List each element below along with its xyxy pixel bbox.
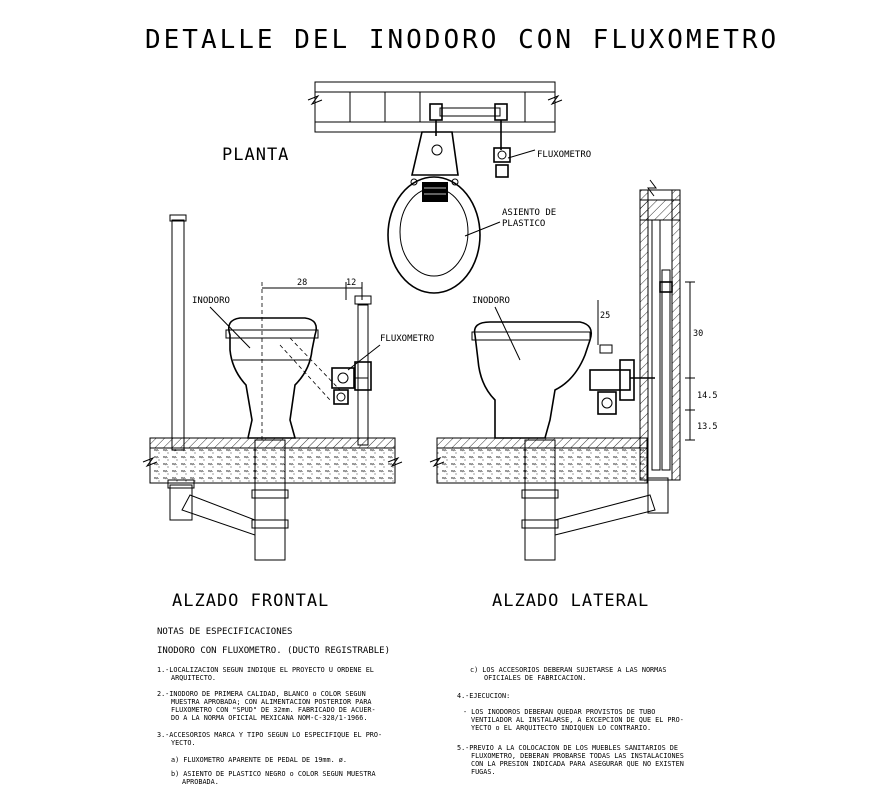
note-2-line3: FLUXOMETRO CON "SPUD" DE 32mm. FABRICADO… bbox=[171, 706, 376, 714]
front-elevation: 28 12 INODORO FLUXOMETRO ALZADO FRONTAL bbox=[142, 214, 434, 611]
note-5-line4: FUGAS. bbox=[471, 768, 496, 776]
front-elevation-label: ALZADO FRONTAL bbox=[172, 591, 329, 611]
concrete-slab-side bbox=[436, 447, 648, 484]
note-2-line4: DO A LA NORMA OFICIAL MEXICANA NOM-C-328… bbox=[171, 714, 367, 722]
note-3b-line2: APROBADA. bbox=[182, 778, 219, 786]
note-3-line2: YECTO. bbox=[171, 739, 196, 747]
note-5-line1: 5.-PREVIO A LA COLOCACION DE LOS MUEBLES… bbox=[457, 744, 678, 752]
toilet-side bbox=[473, 321, 593, 439]
drain-grille bbox=[422, 182, 448, 202]
note-5-line2: FLUXOMETRO, DEBERAN PROBARSE TODAS LAS I… bbox=[471, 752, 684, 760]
toilet-side-label: INODORO bbox=[472, 296, 510, 306]
dim-13-5: 13.5 bbox=[697, 422, 717, 432]
flush-valve-plan-label: FLUXOMETRO bbox=[537, 150, 591, 160]
toilet-front-label: INODORO bbox=[192, 296, 230, 306]
plan-view-label: PLANTA bbox=[222, 145, 289, 165]
dim-30: 30 bbox=[693, 329, 703, 339]
concrete-slab-front bbox=[149, 447, 396, 484]
note-3a: a) FLUXOMETRO APARENTE DE PEDAL DE 19mm.… bbox=[171, 756, 347, 764]
side-elevation: 30 14.5 13.5 25 INODORO ALZADO LATERAL bbox=[429, 179, 717, 611]
note-5-line3: CON LA PRESION INDICADA PARA ASEGURAR QU… bbox=[471, 760, 684, 768]
flush-valve-plan bbox=[493, 147, 511, 163]
note-3c-line2: OFICIALES DE FABRICACION. bbox=[484, 674, 586, 682]
dim-12: 12 bbox=[346, 278, 356, 288]
note-3b-line1: b) ASIENTO DE PLASTICO NEGRO o COLOR SEG… bbox=[171, 770, 376, 778]
plan-view: PLANTA FLUXOMETRO ASIE bbox=[222, 81, 591, 294]
note-4-line1: - LOS INODOROS DEBERAN QUEDAR PROVISTOS … bbox=[463, 708, 655, 716]
note-3c-line1: c) LOS ACCESORIOS DEBERAN SUJETARSE A LA… bbox=[470, 666, 666, 674]
dim-14-5: 14.5 bbox=[697, 391, 717, 401]
flush-valve-front-label: FLUXOMETRO bbox=[380, 334, 434, 344]
note-2-line2: MUESTRA APROBADA; CON ALIMENTACION POSTE… bbox=[171, 698, 372, 706]
seat-label-line2: PLASTICO bbox=[502, 219, 545, 229]
sheet-title: DETALLE DEL INODORO CON FLUXOMETRO bbox=[145, 25, 779, 55]
note-3-line1: 3.-ACCESORIOS MARCA Y TIPO SEGUN LO ESPE… bbox=[157, 731, 382, 739]
dim-25: 25 bbox=[600, 311, 610, 321]
flush-valve-side bbox=[589, 369, 631, 391]
side-elevation-label: ALZADO LATERAL bbox=[492, 591, 649, 611]
notes-subheading: INODORO CON FLUXOMETRO. (DUCTO REGISTRAB… bbox=[157, 646, 390, 656]
note-4-heading: 4.-EJECUCION: bbox=[457, 692, 510, 700]
seat-label-line1: ASIENTO DE bbox=[502, 208, 556, 218]
note-1-line1: 1.-LOCALIZACION SEGUN INDIQUE EL PROYECT… bbox=[157, 666, 374, 674]
note-1-line2: ARQUITECTO. bbox=[171, 674, 216, 682]
specification-notes: NOTAS DE ESPECIFICACIONES INODORO CON FL… bbox=[157, 627, 684, 786]
toilet-seat-plan bbox=[387, 176, 481, 294]
note-4-line3: YECTO o EL ARQUITECTO INDIQUEN LO CONTRA… bbox=[471, 724, 651, 732]
dim-28: 28 bbox=[297, 278, 307, 288]
note-4-line2: VENTILADOR AL INSTALARSE, A EXCEPCION DE… bbox=[471, 716, 684, 724]
note-2-line1: 2.-INODORO DE PRIMERA CALIDAD, BLANCO o … bbox=[157, 690, 366, 698]
toilet-front bbox=[227, 317, 318, 439]
notes-heading: NOTAS DE ESPECIFICACIONES bbox=[157, 627, 292, 637]
